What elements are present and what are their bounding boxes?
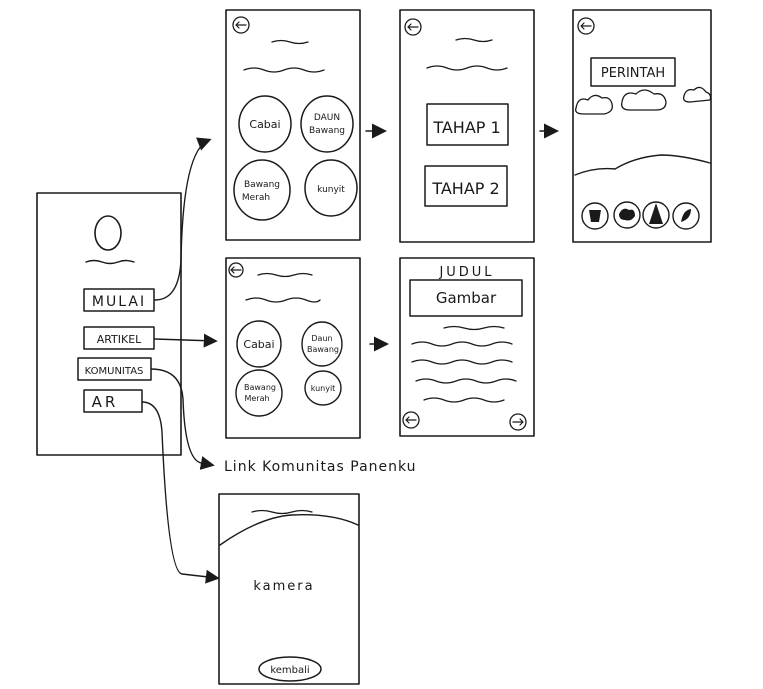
plant-option-daun-label: DAUN [314,113,340,123]
back-arrow-icon[interactable] [404,18,422,36]
perintah-banner [590,57,676,87]
arrow-ar-to-camera [141,401,220,584]
article-plant-kunyit[interactable] [304,370,342,406]
article-text-line [423,397,505,403]
header-scribble [455,37,493,43]
plant-option-bawang-merah-label-2: Merah [242,193,270,203]
article-title: JUDUL [438,265,494,280]
article-plant-bawang-merah-label-1: Bawang [244,383,276,392]
mulai-button-label: MULAI [92,294,146,310]
plant-option-bawang-merah-label-1: Bawang [244,180,280,190]
back-arrow-icon[interactable] [232,16,250,34]
app-title-scribble [85,259,135,265]
flow-arrows [141,123,559,584]
kembali-button[interactable] [258,656,322,682]
mulai-select-screen: Cabai DAUN Bawang Bawang Merah kunyit [225,9,361,241]
tahap-1-button[interactable] [426,103,509,146]
ar-button[interactable] [83,389,143,413]
header-scribble [251,509,313,515]
header-scribble [257,272,313,278]
cloud-left-icon [575,94,613,115]
cloud-right-icon [682,86,712,103]
plant-option-cabai-label: Cabai [249,118,280,131]
tahap-2-button[interactable] [424,165,508,207]
komunitas-link-label: Link Komunitas Panenku [224,459,417,475]
tahap-2-button-label: TAHAP 2 [431,179,499,198]
perintah-banner-label: PERINTAH [601,66,665,81]
plant-option-daun-bawang[interactable] [300,95,354,153]
article-text-line [411,341,513,347]
article-plant-bawang-merah-label-2: Merah [244,394,269,403]
plant-option-kunyit-label: kunyit [317,185,345,195]
arrow-komunitas-to-link [150,368,215,470]
komunitas-button-label: KOMUNITAS [85,366,144,377]
mulai-button[interactable] [83,288,155,312]
artikel-button-label: ARTIKEL [97,333,142,346]
ground-horizon [574,154,711,176]
header-scribble [271,39,309,45]
article-plant-kunyit-label: kunyit [311,384,336,393]
article-plant-cabai[interactable] [236,320,282,368]
plant-option-bawang-label: Bawang [309,126,345,136]
artikel-select-screen: Cabai Daun Bawang Bawang Merah kunyit [225,257,361,439]
subtitle-scribble [426,65,508,71]
article-plant-bawang-merah[interactable] [235,369,283,417]
article-plant-cabai-label: Cabai [243,338,274,351]
tool-bucket-icon[interactable] [581,202,609,230]
article-image-placeholder [409,279,523,317]
article-text-line [415,378,517,384]
artikel-button[interactable] [83,326,155,350]
subtitle-scribble [245,297,321,303]
tool-leaf-icon[interactable] [672,202,700,230]
article-image-label: Gambar [436,289,497,307]
game-screen: PERINTAH [572,9,712,243]
camera-label: kamera [253,579,314,594]
ar-camera-screen: kamera kembali [218,493,360,685]
article-plant-bawang-label: Bawang [307,345,339,354]
plant-option-kunyit[interactable] [304,159,358,217]
plant-option-bawang-merah[interactable] [233,159,291,221]
cloud-middle-icon [621,89,667,111]
tool-soil-icon[interactable] [613,201,641,229]
article-text-line [443,325,505,331]
tahap-1-button-label: TAHAP 1 [432,118,500,137]
article-plant-daun-bawang[interactable] [301,321,343,367]
kembali-button-label: kembali [270,665,309,676]
tahap-screen: TAHAP 1 TAHAP 2 [399,9,535,243]
next-arrow-icon[interactable] [509,413,527,431]
article-text-line [411,359,513,365]
back-arrow-icon[interactable] [577,17,595,35]
subtitle-scribble [243,67,325,73]
article-plant-daun-label: Daun [311,334,332,343]
prev-arrow-icon[interactable] [402,411,420,429]
artikel-detail-screen: JUDUL Gambar [399,257,535,437]
arrow-artikel-to-select [154,333,218,348]
logo-placeholder [94,215,122,251]
plant-option-cabai[interactable] [238,95,292,153]
camera-view-outline [219,514,359,546]
back-arrow-icon[interactable] [228,262,244,278]
ar-button-label: AR [92,393,119,411]
arrow-mulai-to-select [154,137,212,301]
tool-seed-icon[interactable] [642,201,670,229]
